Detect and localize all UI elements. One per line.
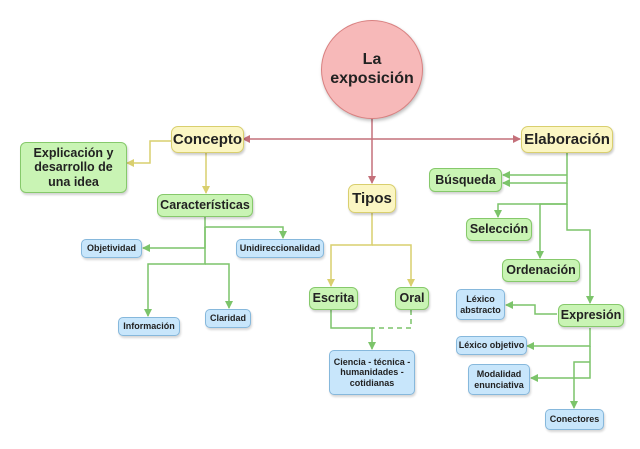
sub-links bbox=[142, 153, 594, 409]
objetividad-label: Objetividad bbox=[86, 243, 136, 254]
tipos-node: Tipos bbox=[348, 184, 396, 213]
busqueda-label: Búsqueda bbox=[435, 172, 496, 187]
ordenacion-node: Ordenación bbox=[502, 259, 580, 282]
link-elab-busqueda bbox=[502, 153, 568, 187]
tipos-label: Tipos bbox=[352, 189, 392, 207]
informacion-node: Información bbox=[118, 317, 180, 336]
modalidad-node: Modalidad enunciativa bbox=[468, 364, 530, 395]
link-escrita-ambitos bbox=[330, 310, 376, 350]
lexico-objetivo-node: Léxico objetivo bbox=[456, 336, 527, 355]
expresion-node: Expresión bbox=[558, 304, 624, 327]
elaboracion-node: Elaboración bbox=[521, 126, 613, 153]
central-links bbox=[242, 118, 521, 184]
seleccion-label: Selección bbox=[469, 222, 529, 237]
ambitos-node: Ciencia - técnica - humanidades - cotidi… bbox=[329, 350, 415, 395]
caracteristicas-node: Características bbox=[157, 194, 253, 217]
explicacion-label: Explicación y desarrollo de una idea bbox=[33, 145, 114, 189]
link-car-unidireccionalidad bbox=[204, 217, 287, 239]
link-car-informacion bbox=[144, 227, 206, 317]
expresion-label: Expresión bbox=[560, 308, 622, 323]
lexico-abstracto-node: Léxico abstracto bbox=[456, 289, 505, 320]
concepto-node: Concepto bbox=[171, 126, 244, 153]
link-exp-lexico-abstracto bbox=[505, 301, 557, 315]
ordenacion-label: Ordenación bbox=[506, 263, 576, 278]
modalidad-label: Modalidad enunciativa bbox=[474, 369, 524, 390]
objetividad-node: Objetividad bbox=[81, 239, 142, 258]
link-exp-lexico-objetivo bbox=[526, 328, 591, 350]
unidireccionalidad-label: Unidireccionalidad bbox=[239, 243, 321, 254]
link-exp-conectores bbox=[570, 361, 590, 409]
escrita-label: Escrita bbox=[312, 291, 355, 306]
caracteristicas-label: Características bbox=[160, 198, 250, 213]
central-node: La exposición bbox=[321, 20, 423, 119]
seleccion-node: Selección bbox=[466, 218, 532, 241]
unidireccionalidad-node: Unidireccionalidad bbox=[236, 239, 324, 258]
link-oral-ambitos bbox=[372, 310, 412, 329]
link-car-objetividad bbox=[142, 227, 206, 252]
link-exp-modalidad bbox=[530, 346, 591, 382]
conectores-node: Conectores bbox=[545, 409, 604, 430]
lexico-objetivo-label: Léxico objetivo bbox=[458, 340, 525, 351]
link-elab-ordenacion bbox=[536, 203, 567, 259]
link-tipos-escrita bbox=[327, 213, 373, 287]
concepto-label: Concepto bbox=[172, 130, 243, 148]
busqueda-node: Búsqueda bbox=[429, 168, 502, 192]
link-elab-seleccion bbox=[494, 183, 568, 218]
oral-node: Oral bbox=[395, 287, 429, 310]
informacion-label: Información bbox=[123, 321, 175, 332]
link-elab-expresion bbox=[566, 204, 594, 304]
lexico-abstracto-label: Léxico abstracto bbox=[460, 294, 501, 315]
explicacion-node: Explicación y desarrollo de una idea bbox=[20, 142, 127, 193]
claridad-label: Claridad bbox=[209, 313, 246, 324]
link-tipos-oral bbox=[372, 244, 415, 287]
link-car-claridad bbox=[205, 263, 233, 309]
ambitos-label: Ciencia - técnica - humanidades - cotidi… bbox=[333, 356, 411, 388]
claridad-node: Claridad bbox=[205, 309, 251, 328]
link-concepto-explicacion bbox=[126, 140, 171, 167]
elaboracion-label: Elaboración bbox=[524, 130, 610, 148]
main-links bbox=[126, 140, 415, 287]
escrita-node: Escrita bbox=[309, 287, 358, 310]
oral-label: Oral bbox=[399, 291, 425, 306]
conectores-label: Conectores bbox=[549, 414, 600, 425]
central-title: La exposición bbox=[330, 51, 414, 87]
